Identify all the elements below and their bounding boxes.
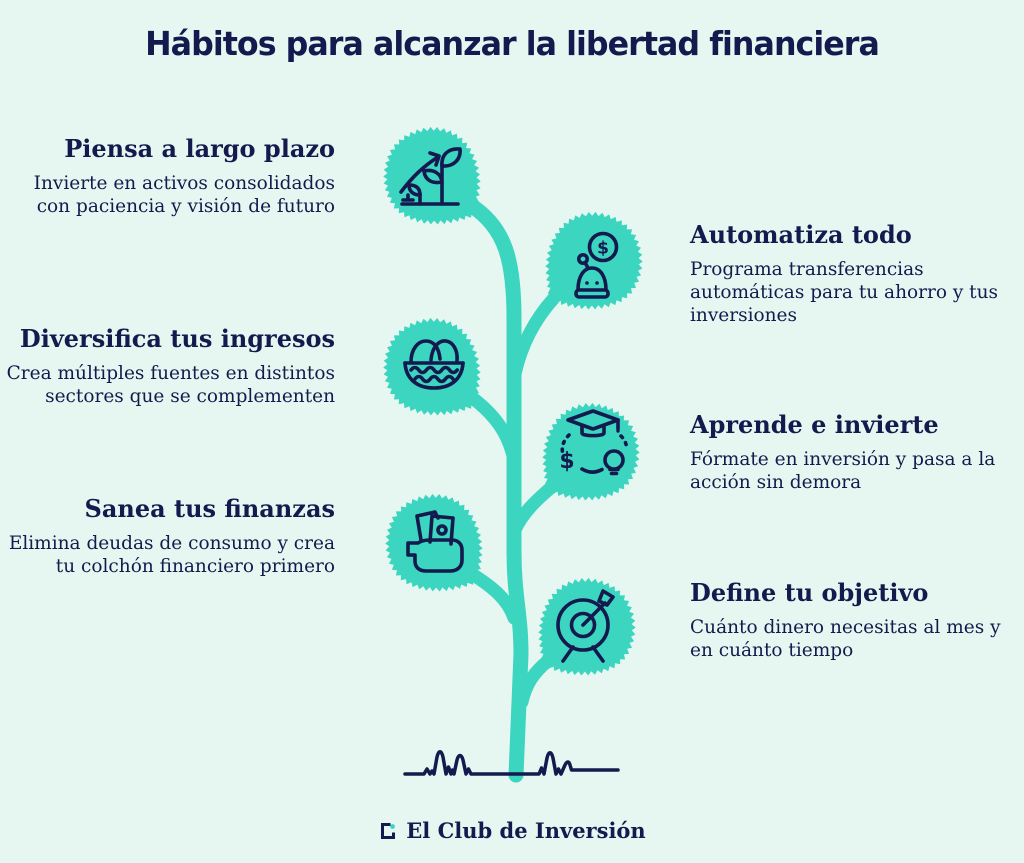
leaf-shape [545,211,643,310]
brand-name: El Club de Inversión [406,818,646,843]
item-aprende-e-invierte: Aprende e invierte Fórmate en inversión … [690,410,1010,495]
robot-coin-icon: $ [574,231,619,299]
graduation-bulb-icon: $ [559,409,629,476]
item-heading: Aprende e invierte [690,410,939,439]
item-description: Fórmate en inversión y pasa a la acción … [690,449,996,493]
item-diversifica-tus-ingresos: Diversifica tus ingresos Crea múltiples … [0,324,335,409]
leaf-shape [538,577,636,676]
item-description: Invierte en activos consolidados con pac… [33,173,335,217]
target-arrow-icon [556,589,615,663]
item-description: Programa transferencias automáticas para… [690,259,999,326]
item-heading: Piensa a largo plazo [64,134,335,163]
item-define-tu-objetivo: Define tu objetivo Cuánto dinero necesit… [690,578,1010,663]
growth-arrow-icon [399,147,462,206]
item-description: Crea múltiples fuentes en distintos sect… [6,363,335,407]
cash-in-hand-icon [406,510,464,573]
item-automatiza-todo: Automatiza todo Programa transferencias … [690,220,1010,328]
learn-dollar-glyph: $ [559,449,574,474]
tree-trunk [464,198,529,783]
leaf-shape [383,126,481,225]
item-heading: Sanea tus finanzas [84,494,336,523]
ground-grass [403,750,620,776]
nest-eggs-icon [403,339,465,390]
item-heading: Diversifica tus ingresos [19,324,335,353]
item-piensa-a-largo-plazo: Piensa a largo plazo Invierte en activos… [0,134,335,219]
item-description: Elimina deudas de consumo y crea tu colc… [8,533,335,577]
tree-branch-diversifica [463,389,521,467]
leaf-shape [542,402,640,501]
coin-dollar-glyph: $ [597,239,609,259]
tree-stems [463,198,561,783]
leaf-shape [385,493,483,592]
item-heading: Automatiza todo [690,220,912,249]
club-logo-icon [381,822,396,839]
item-heading: Define tu objetivo [690,578,929,607]
item-description: Cuánto dinero necesitas al mes y en cuán… [690,617,1001,661]
tree-branch-automatiza [508,291,561,381]
item-sanea-tus-finanzas: Sanea tus finanzas Elimina deudas de con… [0,494,335,579]
footer-brand: El Club de Inversión [0,818,1024,843]
page-title: Hábitos para alcanzar la libertad financ… [145,24,880,63]
